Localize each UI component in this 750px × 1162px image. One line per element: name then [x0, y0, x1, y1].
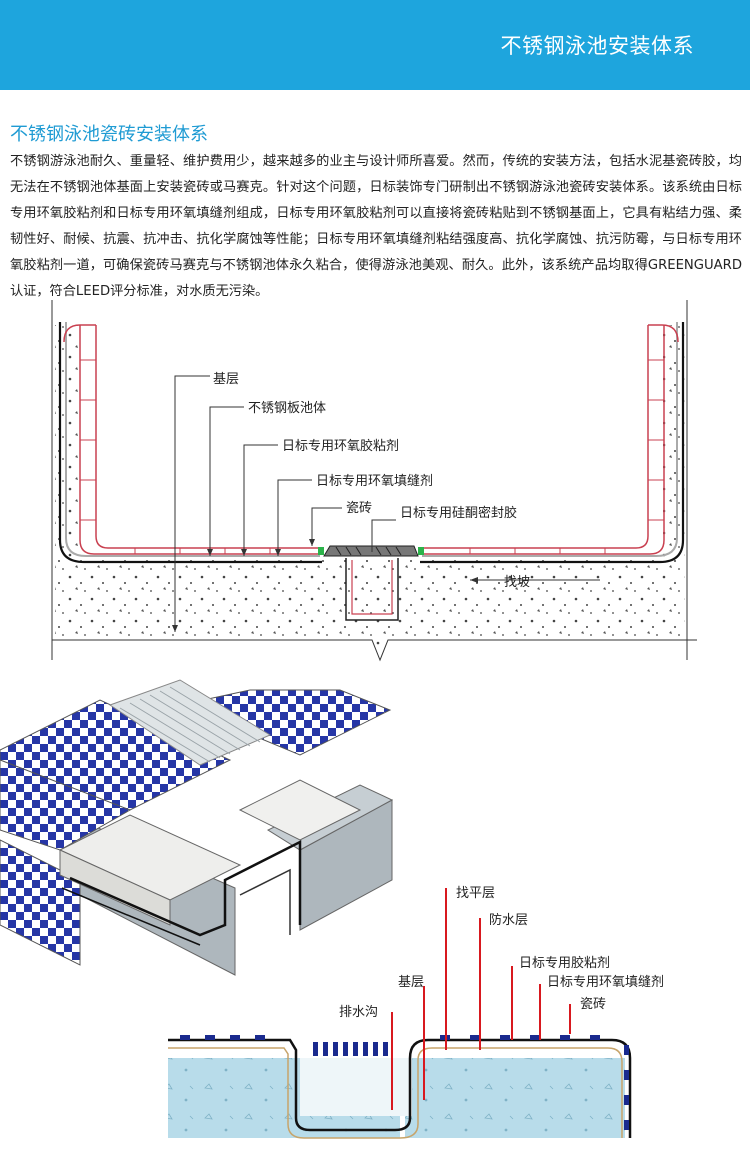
- pool-section-diagram: 基层 不锈钢板池体 日标专用环氧胶粘剂 日标专用环氧填缝剂 瓷砖 日标专用硅酮密…: [51, 300, 697, 662]
- label-leveling: 找平层: [456, 886, 495, 901]
- section-title: 不锈钢泳池瓷砖安装体系: [10, 124, 208, 145]
- label-epoxy-adhesive: 日标专用环氧胶粘剂: [282, 438, 399, 454]
- label-tile-2: 瓷砖: [580, 997, 606, 1012]
- label-drain: 排水沟: [339, 1005, 378, 1020]
- label-steel-pool: 不锈钢板池体: [248, 401, 326, 416]
- section-paragraph: 不锈钢游泳池耐久、重量轻、维护费用少，越来越多的业主与设计师所喜爱。然而，传统的…: [10, 154, 742, 299]
- pool-edge-3d-illustration: [0, 679, 394, 976]
- label-base: 基层: [213, 372, 239, 387]
- pool-edge-section-diagram: 找平层 防水层 日标专用胶粘剂 日标专用环氧填缝剂 基层 瓷砖 排水沟: [168, 886, 664, 1139]
- label-waterproof: 防水层: [489, 912, 528, 928]
- label-tile: 瓷砖: [346, 501, 372, 516]
- page-header: 不锈钢泳池安装体系: [0, 0, 750, 90]
- label-adhesive: 日标专用胶粘剂: [519, 955, 610, 971]
- label-slope: 找坡: [504, 575, 530, 590]
- header-title: 不锈钢泳池安装体系: [500, 34, 694, 58]
- label-epoxy-grout-2: 日标专用环氧填缝剂: [547, 975, 664, 990]
- label-base-2: 基层: [398, 975, 424, 990]
- label-epoxy-grout: 日标专用环氧填缝剂: [316, 474, 433, 489]
- label-silicone-sealant: 日标专用硅酮密封胶: [400, 505, 517, 521]
